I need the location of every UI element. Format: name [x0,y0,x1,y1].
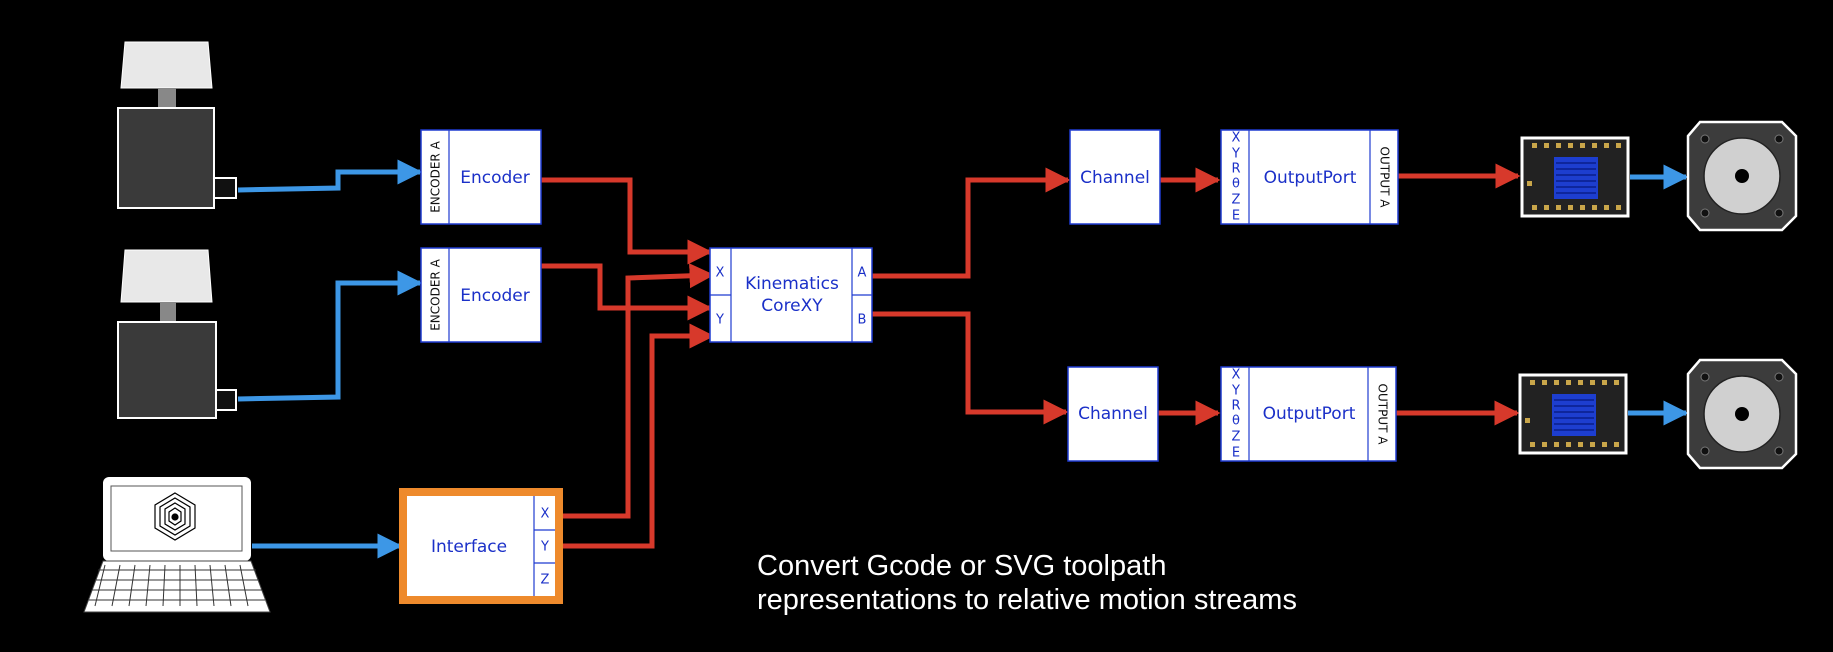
encoder-side-label: ENCODER A [429,258,443,330]
output-port-input: E [1232,446,1240,461]
interface-port-x: X [541,507,550,522]
stepper-driver-icon [1520,136,1630,218]
caption-line-2: representations to relative motion strea… [757,584,1297,616]
channel-label: Channel [1080,168,1150,188]
wire-kin-b [871,311,1069,425]
output-port-input: E [1232,209,1240,224]
output-port-input: Y [1231,384,1240,399]
output-port-side-label: OUTPUT A [1378,147,1392,209]
output-port-label: OutputPort [1264,168,1357,188]
output-port-input: R [1231,399,1240,414]
kinematics-output-a: A [858,266,867,281]
toolpath-icon [154,492,196,541]
output-port-input: Z [1232,193,1241,208]
kinematics-input-x: X [716,266,725,281]
encoder-label: Encoder [460,286,530,306]
output-port-input: R [1231,162,1240,177]
interface-port-z: Z [541,573,550,588]
interface-port-y: Y [540,540,549,555]
wire-encoder1-in [237,159,423,193]
output-port-input: X [1232,368,1241,383]
interface-block[interactable]: Interface X Y Z [399,488,563,604]
wire-kin-a [871,167,1071,279]
encoder-block[interactable]: ENCODER A Encoder [420,129,542,225]
output-port-input: Z [1232,430,1241,445]
kinematics-input-y: Y [715,313,724,328]
output-port-input: Y [1231,147,1240,162]
output-port-block[interactable]: X Y R θ Z E OutputPort OUTPUT A [1220,129,1399,225]
channel-block[interactable]: Channel [1069,129,1161,225]
rotary-encoder-icon [117,41,237,209]
output-port-input: θ [1232,414,1240,429]
output-port-input: X [1232,131,1241,146]
channel-label: Channel [1078,404,1148,424]
kinematics-output-b: B [858,313,867,328]
wire-encoder2-out [540,263,713,321]
encoder-block[interactable]: ENCODER A Encoder [420,247,542,343]
stepper-motor-icon [1686,120,1798,232]
stepper-driver-icon [1518,373,1628,455]
wire-interface-y [562,323,715,549]
stepper-motor-icon [1686,358,1798,470]
kinematics-subtitle: CoreXY [761,296,823,316]
kinematics-block[interactable]: X Y A B Kinematics CoreXY [709,247,873,343]
wire-interface-x [562,263,715,519]
output-port-side-label: OUTPUT A [1376,384,1390,446]
caption-line-1: Convert Gcode or SVG toolpath [757,550,1166,582]
output-port-input: θ [1232,177,1240,192]
wire-encoder1-out [540,177,713,265]
encoder-label: Encoder [460,168,530,188]
rotary-encoder-icon [117,249,237,419]
output-port-label: OutputPort [1263,404,1356,424]
output-port-block[interactable]: X Y R θ Z E OutputPort OUTPUT A [1220,366,1397,462]
laptop-icon [83,477,271,613]
encoder-side-label: ENCODER A [429,140,443,212]
kinematics-title: Kinematics [745,274,839,294]
interface-label: Interface [431,537,507,557]
channel-block[interactable]: Channel [1067,366,1159,462]
wire-encoder2-in [237,270,423,402]
